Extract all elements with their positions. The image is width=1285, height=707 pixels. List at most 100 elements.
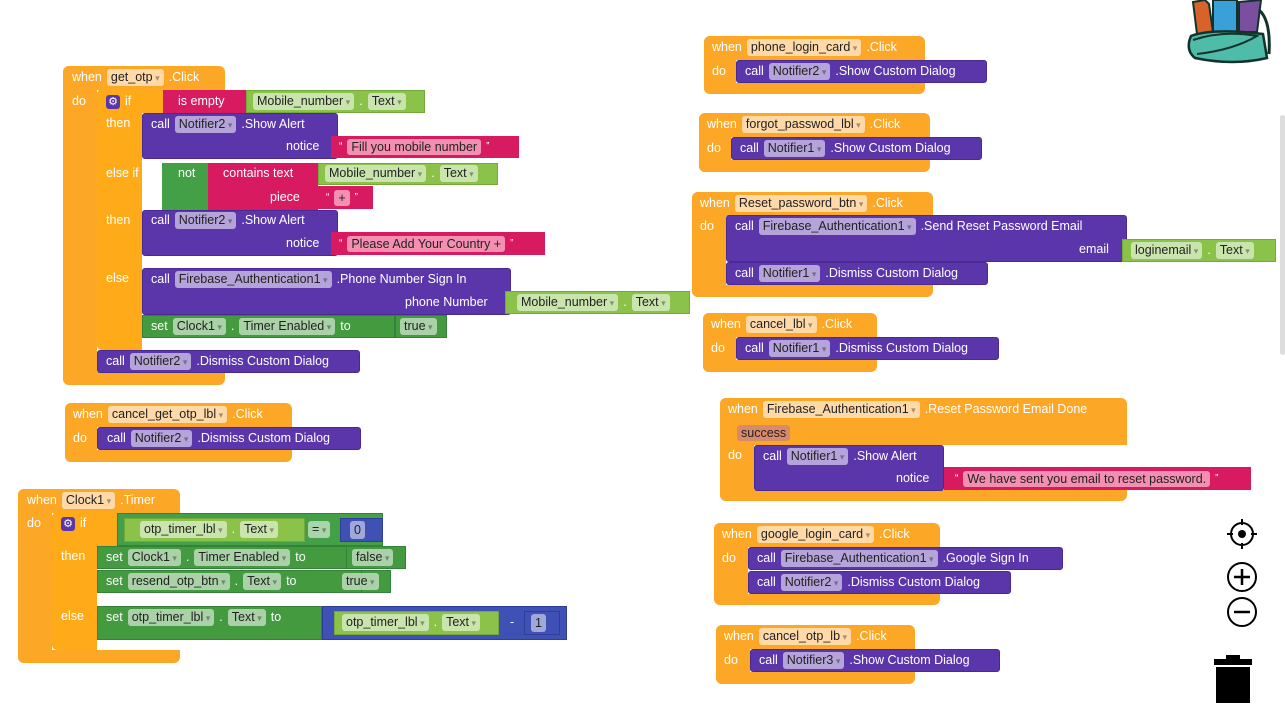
component-dropdown[interactable]: Notifier1 <box>768 340 831 357</box>
component-dropdown[interactable]: Clock1 <box>172 318 226 335</box>
when-label: when <box>728 402 758 416</box>
component-dropdown[interactable]: google_login_card <box>756 526 875 543</box>
component-dropdown[interactable]: forgot_passwod_lbl <box>741 116 865 133</box>
event-frame <box>699 160 930 172</box>
property-dropdown[interactable]: Text <box>240 521 279 538</box>
if-block-frame <box>97 89 142 350</box>
recenter-target-icon[interactable] <box>1226 518 1258 550</box>
component-dropdown[interactable]: Notifier1 <box>786 448 849 465</box>
boolean-dropdown[interactable]: false <box>352 549 394 566</box>
property-dropdown[interactable]: Text <box>367 93 406 110</box>
component-dropdown[interactable]: Notifier2 <box>130 430 193 447</box>
zoom-out-icon[interactable] <box>1226 596 1258 628</box>
method-name: .Dismiss Custom Dialog <box>835 341 969 355</box>
component-dropdown[interactable]: Firebase_Authentication1 <box>780 550 938 567</box>
property-dropdown[interactable]: Text <box>442 614 481 631</box>
backpack-icon[interactable] <box>1183 0 1273 66</box>
component-dropdown[interactable]: Clock1 <box>61 492 116 509</box>
property-dropdown[interactable]: Text <box>243 573 282 590</box>
component-dropdown[interactable]: Mobile_number <box>517 294 619 311</box>
notice-label: notice <box>896 471 930 485</box>
component-dropdown[interactable]: Notifier1 <box>758 265 821 282</box>
minus-operator: - <box>510 615 515 629</box>
contains-label: contains text <box>223 166 294 180</box>
parameter-success[interactable]: success <box>737 424 791 441</box>
do-label: do <box>724 653 738 667</box>
zoom-in-icon[interactable] <box>1226 561 1258 593</box>
number-value[interactable]: 1 <box>531 613 546 632</box>
component-dropdown[interactable]: Firebase_Authentication1 <box>762 401 920 418</box>
property-dropdown[interactable]: Text <box>1215 242 1254 259</box>
component-dropdown[interactable]: cancel_otp_lb <box>758 628 852 645</box>
component-dropdown[interactable]: Mobile_number <box>253 93 355 110</box>
component-dropdown[interactable]: Notifier1 <box>763 140 826 157</box>
event-frame <box>63 66 97 385</box>
contains-text-block[interactable] <box>208 163 318 210</box>
dot: . <box>433 615 438 629</box>
when-label: when <box>72 70 102 84</box>
component-dropdown[interactable]: Notifier2 <box>174 212 237 229</box>
property-dropdown[interactable]: Timer Enabled <box>194 549 291 566</box>
component-dropdown[interactable]: otp_timer_lbl <box>140 521 227 538</box>
component-dropdown[interactable]: Notifier2 <box>129 353 192 370</box>
boolean-dropdown[interactable]: true <box>342 573 379 590</box>
event-frame <box>692 192 726 297</box>
quote: ” <box>1215 473 1219 484</box>
component-dropdown[interactable]: get_otp <box>106 69 164 86</box>
call-block-show-alert[interactable] <box>754 445 944 491</box>
text-value[interactable]: Fill you mobile number <box>347 138 482 155</box>
else-if-label: else if <box>106 166 139 180</box>
then-label: then <box>61 549 86 563</box>
call-label: call <box>735 219 754 233</box>
text-value[interactable]: + <box>334 189 350 206</box>
property-dropdown[interactable]: Text <box>439 165 478 182</box>
number-value[interactable]: 0 <box>350 520 365 539</box>
trash-icon[interactable] <box>1212 654 1256 704</box>
component-dropdown[interactable]: otp_timer_lbl <box>342 614 429 631</box>
text-value[interactable]: Please Add Your Country + <box>347 235 506 252</box>
component-dropdown[interactable]: resend_otp_btn <box>127 573 230 590</box>
gear-icon[interactable]: ⚙ <box>106 94 120 109</box>
do-label: do <box>700 219 714 233</box>
gear-icon[interactable]: ⚙ <box>61 516 75 531</box>
component-dropdown[interactable]: Notifier3 <box>782 652 845 669</box>
dot: . <box>431 166 435 180</box>
boolean-dropdown[interactable]: true <box>400 318 437 335</box>
event-frame <box>18 650 180 663</box>
text-value[interactable]: We have sent you email to reset password… <box>963 470 1211 487</box>
call-label: call <box>757 575 776 589</box>
property-dropdown[interactable]: Text <box>631 294 670 311</box>
if-label: if <box>80 516 87 530</box>
component-dropdown[interactable]: otp_timer_lbl <box>127 609 215 626</box>
component-dropdown[interactable]: loginemail <box>1131 242 1203 259</box>
component-dropdown[interactable]: Firebase_Authentication1 <box>174 271 332 288</box>
event-frame <box>720 490 1127 501</box>
method-name: .Dismiss Custom Dialog <box>847 575 981 589</box>
not-block[interactable] <box>162 163 215 210</box>
vertical-scrollbar[interactable] <box>1280 115 1285 355</box>
component-dropdown[interactable]: Notifier2 <box>174 116 237 133</box>
is-empty-block[interactable] <box>163 90 246 113</box>
event-frame <box>720 398 754 501</box>
component-dropdown[interactable]: Clock1 <box>127 549 181 566</box>
component-dropdown[interactable]: phone_login_card <box>746 39 862 56</box>
component-dropdown[interactable]: cancel_lbl <box>745 316 817 333</box>
dot: . <box>359 94 363 108</box>
call-label: call <box>757 551 776 565</box>
operator-dropdown[interactable]: = <box>308 521 331 538</box>
when-label: when <box>712 40 742 54</box>
component-dropdown[interactable]: Mobile_number <box>325 165 427 182</box>
property-dropdown[interactable]: Timer Enabled <box>239 318 336 335</box>
param-label: phone Number <box>405 295 488 309</box>
component-dropdown[interactable]: cancel_get_otp_lbl <box>107 406 228 423</box>
event-frame <box>703 360 877 372</box>
component-dropdown[interactable]: Notifier2 <box>768 63 831 80</box>
component-dropdown[interactable]: Reset_password_btn <box>734 195 868 212</box>
component-dropdown[interactable]: Firebase_Authentication1 <box>758 218 916 235</box>
quote: “ <box>339 141 343 152</box>
component-dropdown[interactable]: Notifier2 <box>780 574 843 591</box>
property-dropdown[interactable]: Text <box>227 609 266 626</box>
call-label: call <box>740 141 759 155</box>
method-name: .Show Alert <box>241 117 305 131</box>
to-label: to <box>270 610 282 624</box>
